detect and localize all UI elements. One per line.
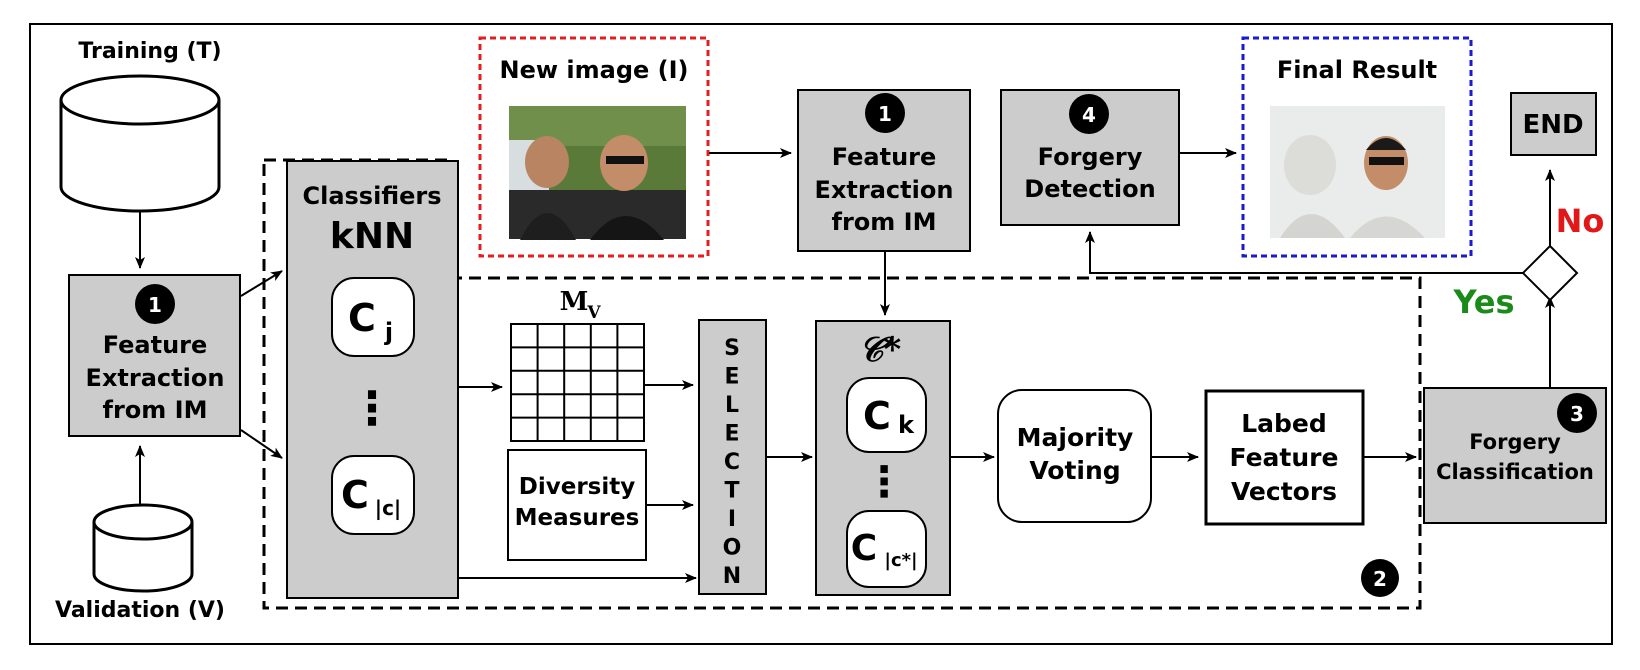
matrix-label: M: [560, 287, 589, 317]
classifier-ck-subscript: k: [898, 411, 915, 439]
selection-letter: E: [724, 422, 739, 447]
majority-voting-line-2: Voting: [1029, 456, 1120, 485]
classifier-ck-node: [846, 377, 927, 453]
classifiers-subtitle: kNN: [330, 216, 414, 257]
arrow-extraction-to-classifiers-bottom: [240, 429, 283, 459]
step-1-badge-top-text: 1: [878, 102, 892, 126]
labeled-vectors-line-2: Feature: [1230, 443, 1339, 472]
diversity-measures-line-1: Diversity: [519, 474, 635, 500]
labeled-vectors-line-1: Labed: [1241, 409, 1327, 438]
classifiers-title: Classifiers: [302, 182, 441, 210]
classifier-cc-star-subscript: |c*|: [884, 550, 917, 571]
training-label: Training (T): [78, 39, 221, 64]
classifier-cc-symbol: C: [341, 473, 369, 517]
selected-ensemble-label: 𝒞*: [859, 330, 902, 370]
feature-extraction-left-line-2: Extraction: [86, 364, 225, 392]
classifier-cj-symbol: C: [348, 296, 376, 340]
classifier-cc-subscript: |c|: [375, 496, 401, 520]
final-result-title: Final Result: [1277, 56, 1437, 84]
validation-label: Validation (V): [55, 598, 225, 623]
step-4-badge: [1069, 94, 1109, 134]
selection-letter: S: [724, 336, 740, 361]
step-2-badge-text: 2: [1373, 567, 1387, 591]
feature-extraction-top-line-1: Feature: [832, 143, 937, 171]
selection-letter: T: [724, 479, 739, 504]
new-image-title: New image (I): [500, 56, 689, 84]
diversity-measures-line-2: Measures: [515, 505, 640, 531]
end-label: END: [1522, 110, 1583, 140]
forgery-detection-line-2: Detection: [1024, 175, 1155, 203]
selection-letter: O: [723, 536, 742, 561]
selection-letter: E: [724, 365, 739, 390]
decision-diamond: [1521, 244, 1579, 302]
selection-letter: N: [723, 564, 741, 589]
selected-ensemble-ellipsis: ⋮: [863, 457, 905, 506]
step-1-badge-left: [135, 284, 175, 324]
majority-voting-box: [997, 389, 1152, 523]
feature-extraction-left-line-3: from IM: [103, 396, 208, 424]
feature-extraction-top-line-3: from IM: [832, 208, 937, 236]
majority-voting-line-1: Majority: [1017, 423, 1134, 452]
step-4-badge-text: 4: [1082, 103, 1096, 127]
step-2-badge: [1361, 559, 1399, 597]
classifier-ck-symbol: C: [863, 394, 891, 438]
arrow-extraction-to-classifiers-top: [240, 270, 283, 297]
end-box: [1510, 92, 1597, 156]
decision-yes-label: Yes: [1453, 283, 1515, 321]
labeled-vectors-line-3: Vectors: [1231, 477, 1337, 506]
validation-database-icon: [92, 503, 194, 593]
stage-two-region: [262, 158, 1422, 610]
arrow-decision-to-detection: [1085, 231, 1523, 274]
forgery-classification-line-2: Classification: [1436, 460, 1594, 484]
selection-letter: C: [724, 450, 740, 475]
feature-extraction-left-line-1: Feature: [103, 331, 208, 359]
final-result-photo: [1270, 106, 1445, 238]
step-3-badge-text: 3: [1570, 402, 1584, 426]
selection-letter: L: [725, 393, 739, 418]
decision-no-label: No: [1556, 202, 1605, 240]
classifier-cj-subscript: j: [384, 318, 393, 346]
diversity-measures-box: [507, 449, 647, 561]
new-image-photo: [509, 106, 686, 240]
forgery-classification-line-1: Forgery: [1469, 430, 1561, 454]
classifier-cc-node: [331, 455, 415, 535]
labeled-vectors-box: [1204, 389, 1365, 526]
matrix-grid: [510, 323, 645, 442]
step-1-badge-top: [865, 93, 905, 133]
training-database-icon: [59, 74, 221, 213]
classifier-cc-star-node: [846, 510, 927, 588]
classifiers-ellipsis: ⋮: [349, 381, 395, 435]
selection-box: [698, 319, 767, 595]
classifier-cj-node: [331, 277, 415, 357]
step-1-badge-left-text: 1: [148, 293, 162, 317]
step-3-badge: [1557, 393, 1597, 433]
outer-frame: [29, 23, 1613, 645]
selection-letter: I: [728, 507, 736, 532]
classifier-cc-star-symbol: C: [851, 528, 877, 569]
feature-extraction-top-line-2: Extraction: [815, 176, 954, 204]
matrix-label-subscript: V: [586, 303, 601, 323]
forgery-detection-line-1: Forgery: [1038, 143, 1143, 171]
